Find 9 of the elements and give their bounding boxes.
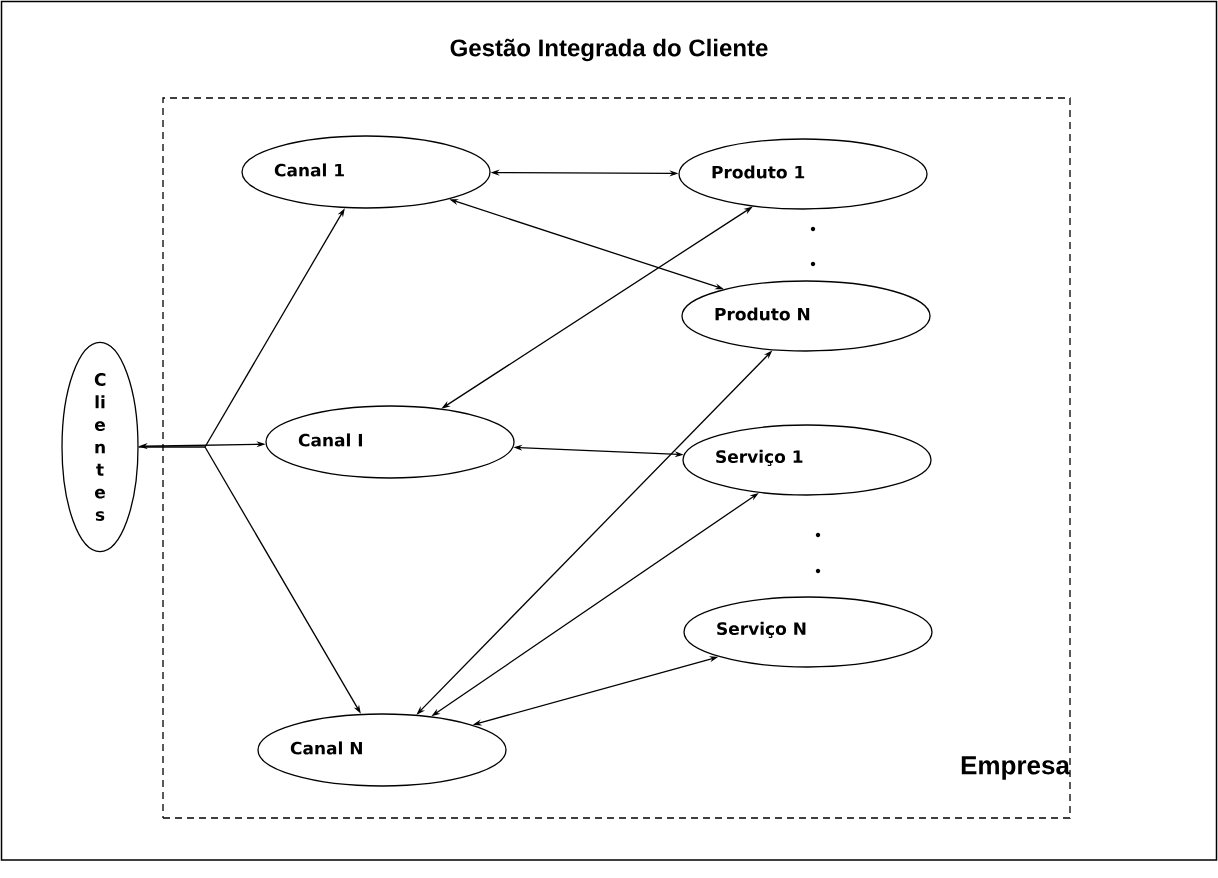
ellipse-node: Produto 1 — [678, 138, 928, 210]
ellipse-node: Canal I — [265, 405, 515, 479]
ellipse-node: Produto N — [681, 280, 931, 352]
ellipse-node: Clientes — [61, 341, 139, 553]
title: Gestão Integrada do Cliente — [450, 38, 768, 62]
ellipse-node: Canal N — [257, 713, 507, 787]
ellipse-node: Serviço 1 — [682, 424, 932, 496]
ellipse-node: Serviço N — [683, 596, 933, 668]
ellipse-node: Canal 1 — [241, 135, 491, 209]
